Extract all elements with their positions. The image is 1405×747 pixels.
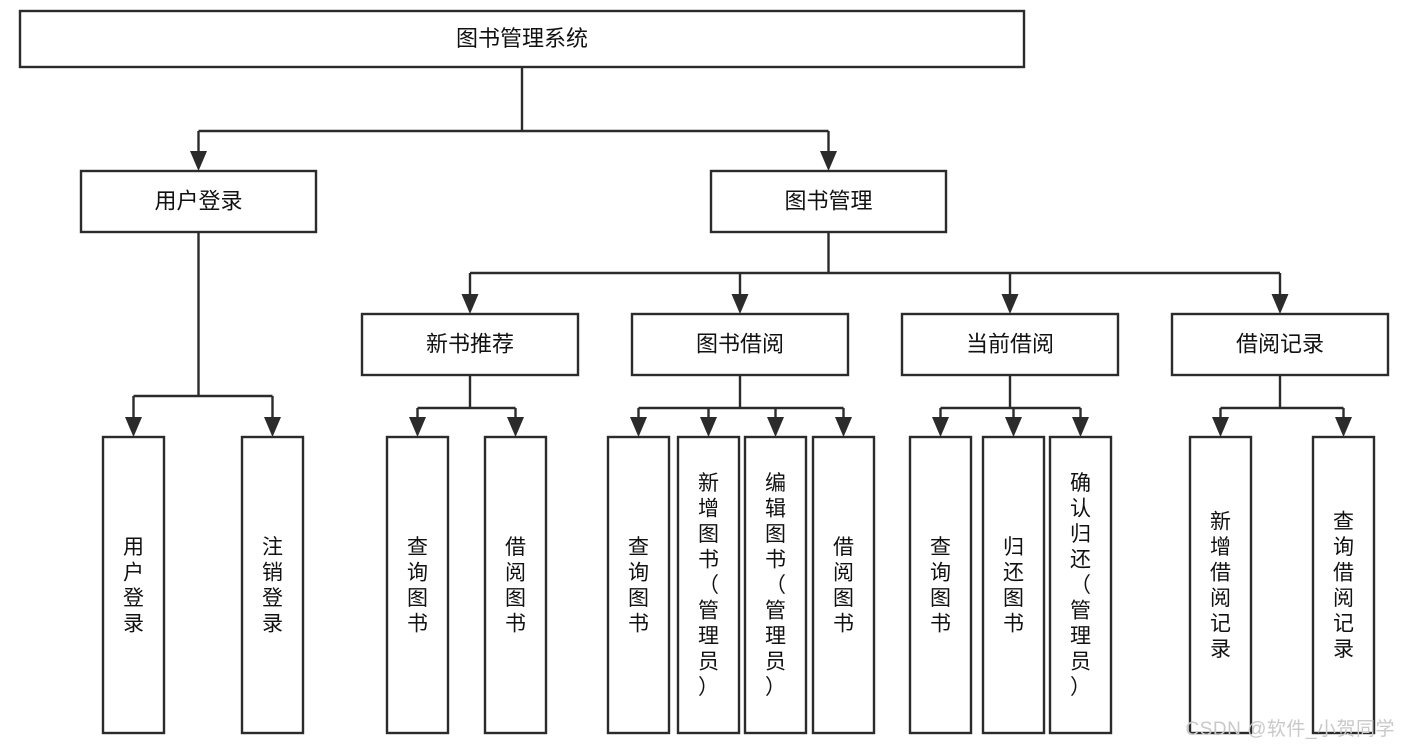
- node-leaf-borrow-book[interactable]: 借阅图书: [811, 435, 876, 735]
- arrow-head-icon-leaf-query-book-borrow: [630, 417, 647, 437]
- node-box-borrow-record: [1170, 312, 1390, 377]
- node-label-leaf-add-book-admin: 新增图书（管理员）: [698, 472, 719, 699]
- node-leaf-user-login[interactable]: 用户登录: [101, 435, 166, 735]
- node-label-leaf-borrow-book-new: 借阅图书: [505, 536, 526, 636]
- node-current-borrow[interactable]: 当前借阅: [900, 312, 1120, 377]
- node-leaf-query-book-new[interactable]: 查询图书: [385, 435, 450, 735]
- node-box-book-borrow: [630, 312, 850, 377]
- arrow-head-icon-leaf-query-borrow-record: [1335, 417, 1352, 437]
- node-leaf-query-book-current[interactable]: 查询图书: [908, 435, 973, 735]
- node-label-leaf-return-book: 归还图书: [1003, 536, 1024, 636]
- node-box-leaf-query-book-current: [908, 435, 973, 735]
- node-label-leaf-logout: 注销登录: [262, 536, 283, 636]
- node-label-leaf-query-book-borrow: 查询图书: [628, 536, 649, 636]
- node-box-leaf-query-borrow-record: [1311, 435, 1376, 735]
- node-label-user-login: 用户登录: [154, 188, 242, 213]
- node-book-borrow[interactable]: 图书借阅: [630, 312, 850, 377]
- arrow-head-icon-leaf-user-login: [125, 417, 142, 437]
- arrow-head-icon-leaf-return-book: [1005, 417, 1022, 437]
- node-box-root: [18, 9, 1026, 69]
- node-box-leaf-return-book: [981, 435, 1046, 735]
- arrow-head-icon-leaf-edit-book-admin: [767, 417, 784, 437]
- node-user-login[interactable]: 用户登录: [79, 169, 318, 234]
- node-box-leaf-logout: [240, 435, 305, 735]
- node-box-current-borrow: [900, 312, 1120, 377]
- node-leaf-borrow-book-new[interactable]: 借阅图书: [483, 435, 548, 735]
- arrow-head-icon-leaf-confirm-return-admin: [1072, 417, 1089, 437]
- node-label-leaf-borrow-book: 借阅图书: [833, 536, 854, 636]
- node-layer: 图书管理系统用户登录图书管理新书推荐图书借阅当前借阅借阅记录用户登录注销登录查询…: [18, 9, 1390, 735]
- node-label-leaf-confirm-return-admin: 确认归还（管理员）: [1070, 472, 1091, 699]
- node-label-leaf-query-book-new: 查询图书: [407, 536, 428, 636]
- node-leaf-logout[interactable]: 注销登录: [240, 435, 305, 735]
- arrow-head-icon-book-management: [820, 151, 837, 171]
- node-box-leaf-user-login: [101, 435, 166, 735]
- node-label-new-book-recommend: 新书推荐: [426, 331, 514, 356]
- node-label-leaf-query-borrow-record: 查询借阅记录: [1333, 510, 1354, 661]
- node-leaf-query-borrow-record[interactable]: 查询借阅记录: [1311, 435, 1376, 735]
- arrow-head-icon-leaf-borrow-book-new: [507, 417, 524, 437]
- node-label-borrow-record: 借阅记录: [1236, 331, 1324, 356]
- arrow-head-icon-leaf-add-borrow-record: [1212, 417, 1229, 437]
- node-box-leaf-confirm-return-admin: [1048, 435, 1113, 735]
- node-box-leaf-add-book-admin: [676, 435, 741, 735]
- node-new-book-recommend[interactable]: 新书推荐: [360, 312, 580, 377]
- node-leaf-query-book-borrow[interactable]: 查询图书: [606, 435, 671, 735]
- arrow-head-icon-borrow-record: [1271, 294, 1289, 314]
- node-box-leaf-borrow-book: [811, 435, 876, 735]
- node-box-new-book-recommend: [360, 312, 580, 377]
- arrow-head-icon-leaf-logout: [264, 417, 281, 437]
- node-box-leaf-edit-book-admin: [743, 435, 808, 735]
- node-leaf-add-book-admin[interactable]: 新增图书（管理员）: [676, 435, 741, 735]
- node-label-book-borrow: 图书借阅: [696, 331, 784, 356]
- arrow-head-icon-current-borrow: [1001, 294, 1019, 314]
- arrow-head-icon-leaf-add-book-admin: [700, 417, 717, 437]
- node-box-user-login: [79, 169, 318, 234]
- arrow-head-icon-leaf-query-book-current: [932, 417, 949, 437]
- node-box-leaf-add-borrow-record: [1188, 435, 1253, 735]
- arrow-head-icon-book-borrow: [731, 294, 749, 314]
- arrow-head-icon-leaf-query-book-new: [409, 417, 426, 437]
- node-root[interactable]: 图书管理系统: [18, 9, 1026, 69]
- node-leaf-edit-book-admin[interactable]: 编辑图书（管理员）: [743, 435, 808, 735]
- node-label-leaf-query-book-current: 查询图书: [930, 536, 951, 636]
- node-box-leaf-borrow-book-new: [483, 435, 548, 735]
- node-label-leaf-add-borrow-record: 新增借阅记录: [1210, 510, 1231, 661]
- node-leaf-confirm-return-admin[interactable]: 确认归还（管理员）: [1048, 435, 1113, 735]
- node-label-current-borrow: 当前借阅: [966, 331, 1054, 356]
- node-book-management[interactable]: 图书管理: [709, 169, 948, 234]
- node-label-root: 图书管理系统: [456, 26, 588, 51]
- node-label-leaf-user-login: 用户登录: [123, 536, 144, 636]
- node-box-leaf-query-book-borrow: [606, 435, 671, 735]
- node-label-book-management: 图书管理: [784, 188, 872, 213]
- arrow-head-icon-leaf-borrow-book: [835, 417, 852, 437]
- node-label-leaf-edit-book-admin: 编辑图书（管理员）: [765, 472, 786, 699]
- node-leaf-add-borrow-record[interactable]: 新增借阅记录: [1188, 435, 1253, 735]
- node-leaf-return-book[interactable]: 归还图书: [981, 435, 1046, 735]
- arrow-head-icon-new-book-recommend: [461, 294, 479, 314]
- node-box-book-management: [709, 169, 948, 234]
- arrow-head-icon-user-login: [190, 151, 207, 171]
- node-borrow-record[interactable]: 借阅记录: [1170, 312, 1390, 377]
- node-box-leaf-query-book-new: [385, 435, 450, 735]
- connector-layer: [125, 67, 1352, 437]
